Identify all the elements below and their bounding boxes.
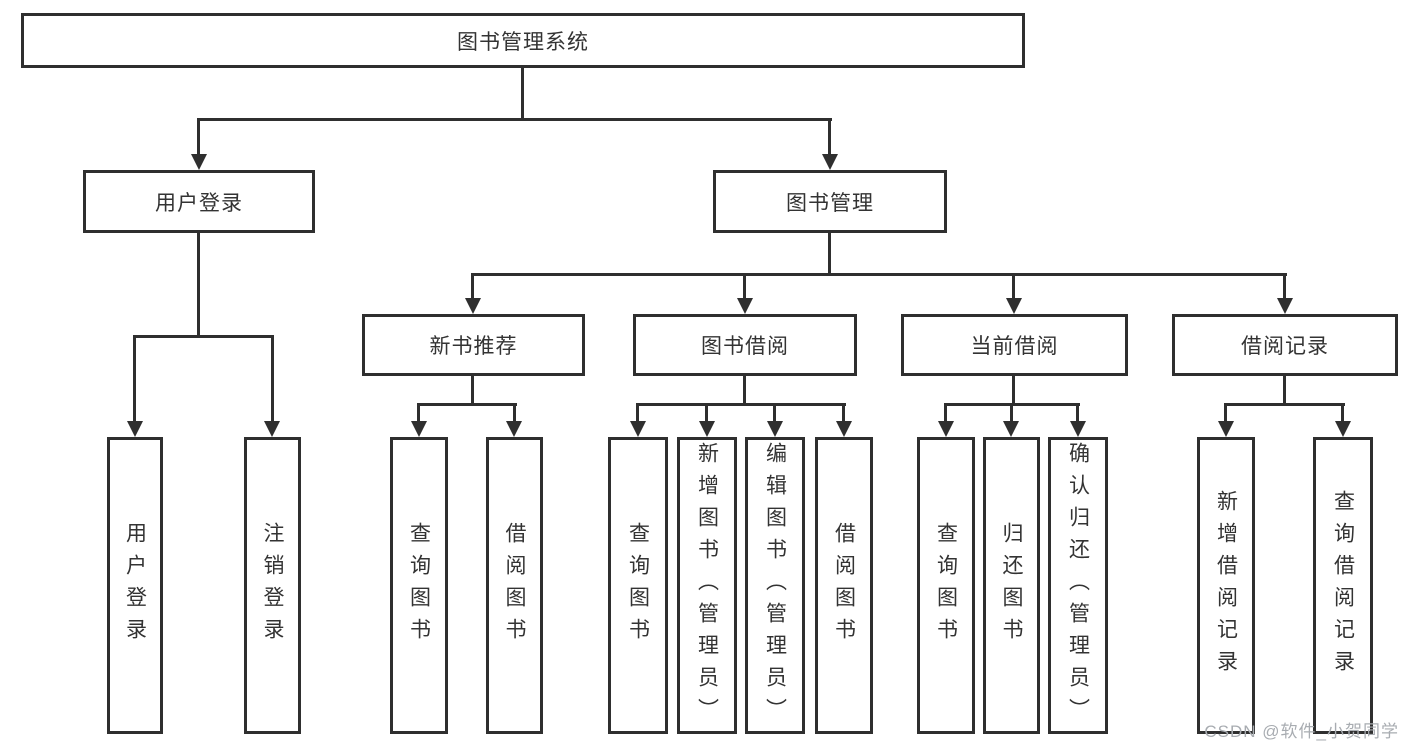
connector-line <box>773 403 776 423</box>
arrow-down-icon <box>938 421 954 437</box>
leaf-current-query-book: 查询图书 <box>917 437 975 734</box>
leaf-add-book-admin: 新增图书（管理员） <box>677 437 737 734</box>
arrow-down-icon <box>264 421 280 437</box>
arrow-down-icon <box>1070 421 1086 437</box>
connector-line <box>828 233 831 276</box>
arrow-down-icon <box>1218 421 1234 437</box>
arrow-down-icon <box>191 154 207 170</box>
leaf-recommend-query-book-label: 查询图书 <box>407 521 431 650</box>
leaf-return-book: 归还图书 <box>983 437 1040 734</box>
leaf-recommend-borrow-book: 借阅图书 <box>486 437 543 734</box>
leaf-current-query-book-label: 查询图书 <box>934 521 958 650</box>
arrow-down-icon <box>411 421 427 437</box>
connector-line <box>944 403 947 423</box>
connector-line <box>705 403 708 423</box>
arrow-down-icon <box>1277 298 1293 314</box>
arrow-down-icon <box>822 154 838 170</box>
connector-line <box>133 335 274 338</box>
arrow-down-icon <box>699 421 715 437</box>
connector-line <box>1341 403 1344 423</box>
leaf-add-borrow-record-label: 新增借阅记录 <box>1214 489 1238 682</box>
connector-line <box>133 335 136 421</box>
leaf-logout: 注销登录 <box>244 437 301 734</box>
connector-line <box>471 273 474 300</box>
node-new-book-recommend-label: 新书推荐 <box>429 335 518 358</box>
node-borrow-records-label: 借阅记录 <box>1241 335 1329 358</box>
connector-line <box>1010 403 1013 423</box>
arrow-down-icon <box>506 421 522 437</box>
connector-line <box>521 68 524 121</box>
leaf-confirm-return-admin: 确认归还（管理员） <box>1048 437 1108 734</box>
arrow-down-icon <box>1335 421 1351 437</box>
connector-line <box>417 403 517 406</box>
connector-line <box>842 403 845 423</box>
arrow-down-icon <box>465 298 481 314</box>
connector-line <box>1076 403 1079 423</box>
leaf-borrow-book: 借阅图书 <box>815 437 873 734</box>
node-user-login: 用户登录 <box>83 170 315 233</box>
csdn-watermark: CSDN @软件_小贺同学 <box>1204 722 1399 741</box>
node-library-system-label: 图书管理系统 <box>457 30 589 54</box>
connector-line <box>417 403 420 423</box>
leaf-user-login-label: 用户登录 <box>123 521 147 650</box>
leaf-borrow-query-book: 查询图书 <box>608 437 668 734</box>
node-current-borrow-label: 当前借阅 <box>970 335 1059 358</box>
node-current-borrow: 当前借阅 <box>901 314 1128 376</box>
node-borrow-records: 借阅记录 <box>1172 314 1398 376</box>
connector-line <box>743 376 746 406</box>
leaf-edit-book-admin: 编辑图书（管理员） <box>745 437 805 734</box>
connector-line <box>271 335 274 421</box>
leaf-add-borrow-record: 新增借阅记录 <box>1197 437 1255 734</box>
leaf-logout-label: 注销登录 <box>261 521 284 650</box>
connector-line <box>198 118 832 121</box>
connector-line <box>1012 376 1015 406</box>
arrow-down-icon <box>836 421 852 437</box>
connector-line <box>197 118 200 156</box>
leaf-recommend-query-book: 查询图书 <box>390 437 448 734</box>
leaf-borrow-book-label: 借阅图书 <box>832 521 856 650</box>
connector-line <box>471 273 1287 276</box>
leaf-return-book-label: 归还图书 <box>1000 521 1023 650</box>
arrow-down-icon <box>127 421 143 437</box>
node-book-management: 图书管理 <box>713 170 947 233</box>
connector-line <box>1283 273 1286 300</box>
connector-line <box>471 376 474 406</box>
node-user-login-label: 用户登录 <box>155 191 243 215</box>
leaf-confirm-return-admin-label: 确认归还（管理员） <box>1066 441 1090 730</box>
connector-line <box>1012 273 1015 300</box>
connector-line <box>513 403 516 423</box>
connector-line <box>636 403 639 423</box>
node-new-book-recommend: 新书推荐 <box>362 314 585 376</box>
leaf-recommend-borrow-book-label: 借阅图书 <box>503 521 526 650</box>
leaf-borrow-query-book-label: 查询图书 <box>626 521 650 650</box>
connector-line <box>636 403 846 406</box>
connector-line <box>1224 403 1227 423</box>
connector-line <box>743 273 746 300</box>
leaf-query-borrow-record: 查询借阅记录 <box>1313 437 1373 734</box>
node-library-system: 图书管理系统 <box>21 13 1025 68</box>
arrow-down-icon <box>1006 298 1022 314</box>
connector-line <box>1224 403 1345 406</box>
leaf-user-login: 用户登录 <box>107 437 163 734</box>
node-book-borrow-label: 图书借阅 <box>701 335 789 358</box>
node-book-management-label: 图书管理 <box>786 191 874 215</box>
arrow-down-icon <box>630 421 646 437</box>
arrow-down-icon <box>1003 421 1019 437</box>
node-book-borrow: 图书借阅 <box>633 314 857 376</box>
connector-line <box>1283 376 1286 406</box>
arrow-down-icon <box>737 298 753 314</box>
leaf-query-borrow-record-label: 查询借阅记录 <box>1331 489 1355 682</box>
leaf-edit-book-admin-label: 编辑图书（管理员） <box>763 441 787 730</box>
connector-line <box>828 118 831 156</box>
connector-line <box>197 233 200 338</box>
leaf-add-book-admin-label: 新增图书（管理员） <box>695 441 719 730</box>
arrow-down-icon <box>767 421 783 437</box>
